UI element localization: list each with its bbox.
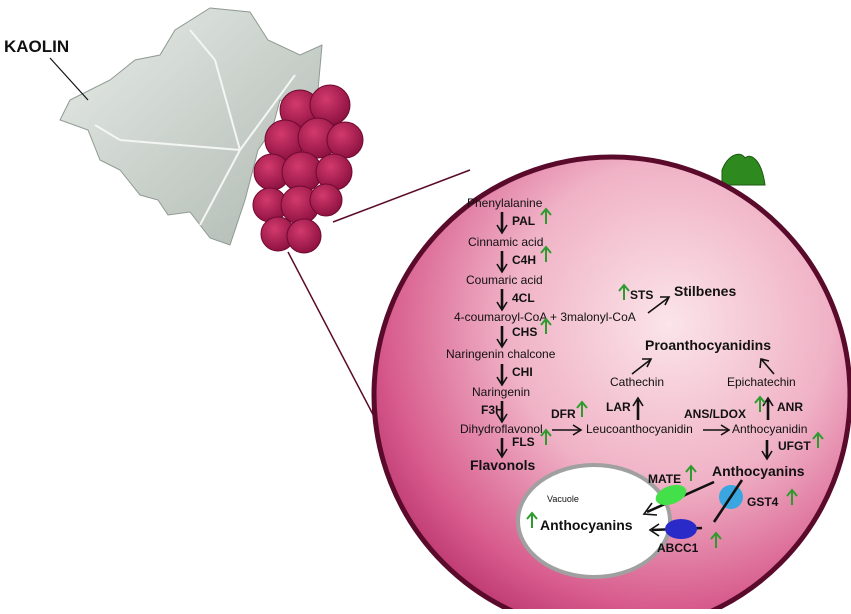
pal-enzyme: PAL	[512, 214, 535, 228]
naringenin-label: Naringenin	[472, 385, 530, 399]
sts-enzyme: STS	[630, 288, 653, 302]
mate-transporter: MATE	[648, 472, 681, 486]
zoom-line-top	[333, 170, 470, 222]
kaolin-pointer-line	[50, 58, 88, 100]
cinnamic-acid-label: Cinnamic acid	[468, 235, 543, 249]
berry-stem-icon	[722, 154, 765, 185]
4cl-enzyme: 4CL	[512, 291, 535, 305]
abcc1-transporter: ABCC1	[657, 541, 699, 555]
fls-enzyme: FLS	[512, 435, 535, 449]
proanthocyanidins-product: Proanthocyanidins	[645, 337, 771, 353]
dfr-enzyme: DFR	[551, 407, 576, 421]
chs-enzyme: CHS	[512, 325, 537, 339]
ans-ldox-enzyme: ANS/LDOX	[684, 407, 746, 421]
f3h-enzyme: F3H	[481, 403, 504, 417]
coumaric-acid-label: Coumaric acid	[466, 273, 543, 287]
vacuole-label: Vacuole	[547, 494, 579, 504]
lar-enzyme: LAR	[606, 400, 631, 414]
cathechin-label: Cathechin	[610, 375, 664, 389]
anthocyanins-product: Anthocyanins	[712, 463, 805, 479]
stilbenes-product: Stilbenes	[674, 283, 736, 299]
epichatechin-label: Epichatechin	[727, 375, 796, 389]
abcc1-transporter-icon	[665, 519, 697, 539]
naringenin-chalcone-label: Naringenin chalcone	[446, 347, 556, 361]
chi-enzyme: CHI	[512, 365, 533, 379]
gst4-protein: GST4	[747, 495, 779, 509]
dihydroflavonol-label: Dihydroflavonol	[460, 422, 543, 436]
ufgt-enzyme: UFGT	[778, 439, 811, 453]
phenylalanine-label: Phenylalanine	[467, 196, 543, 210]
anr-enzyme: ANR	[777, 400, 803, 414]
leucoanthocyanidin-label: Leucoanthocyanidin	[586, 422, 693, 436]
kaolin-label: KAOLIN	[4, 37, 69, 56]
c4h-enzyme: C4H	[512, 253, 536, 267]
flavonols-product: Flavonols	[470, 457, 536, 473]
anthocyanidin-label: Anthocyanidin	[732, 422, 807, 436]
vacuole-anthocyanins-label: Anthocyanins	[540, 517, 633, 533]
